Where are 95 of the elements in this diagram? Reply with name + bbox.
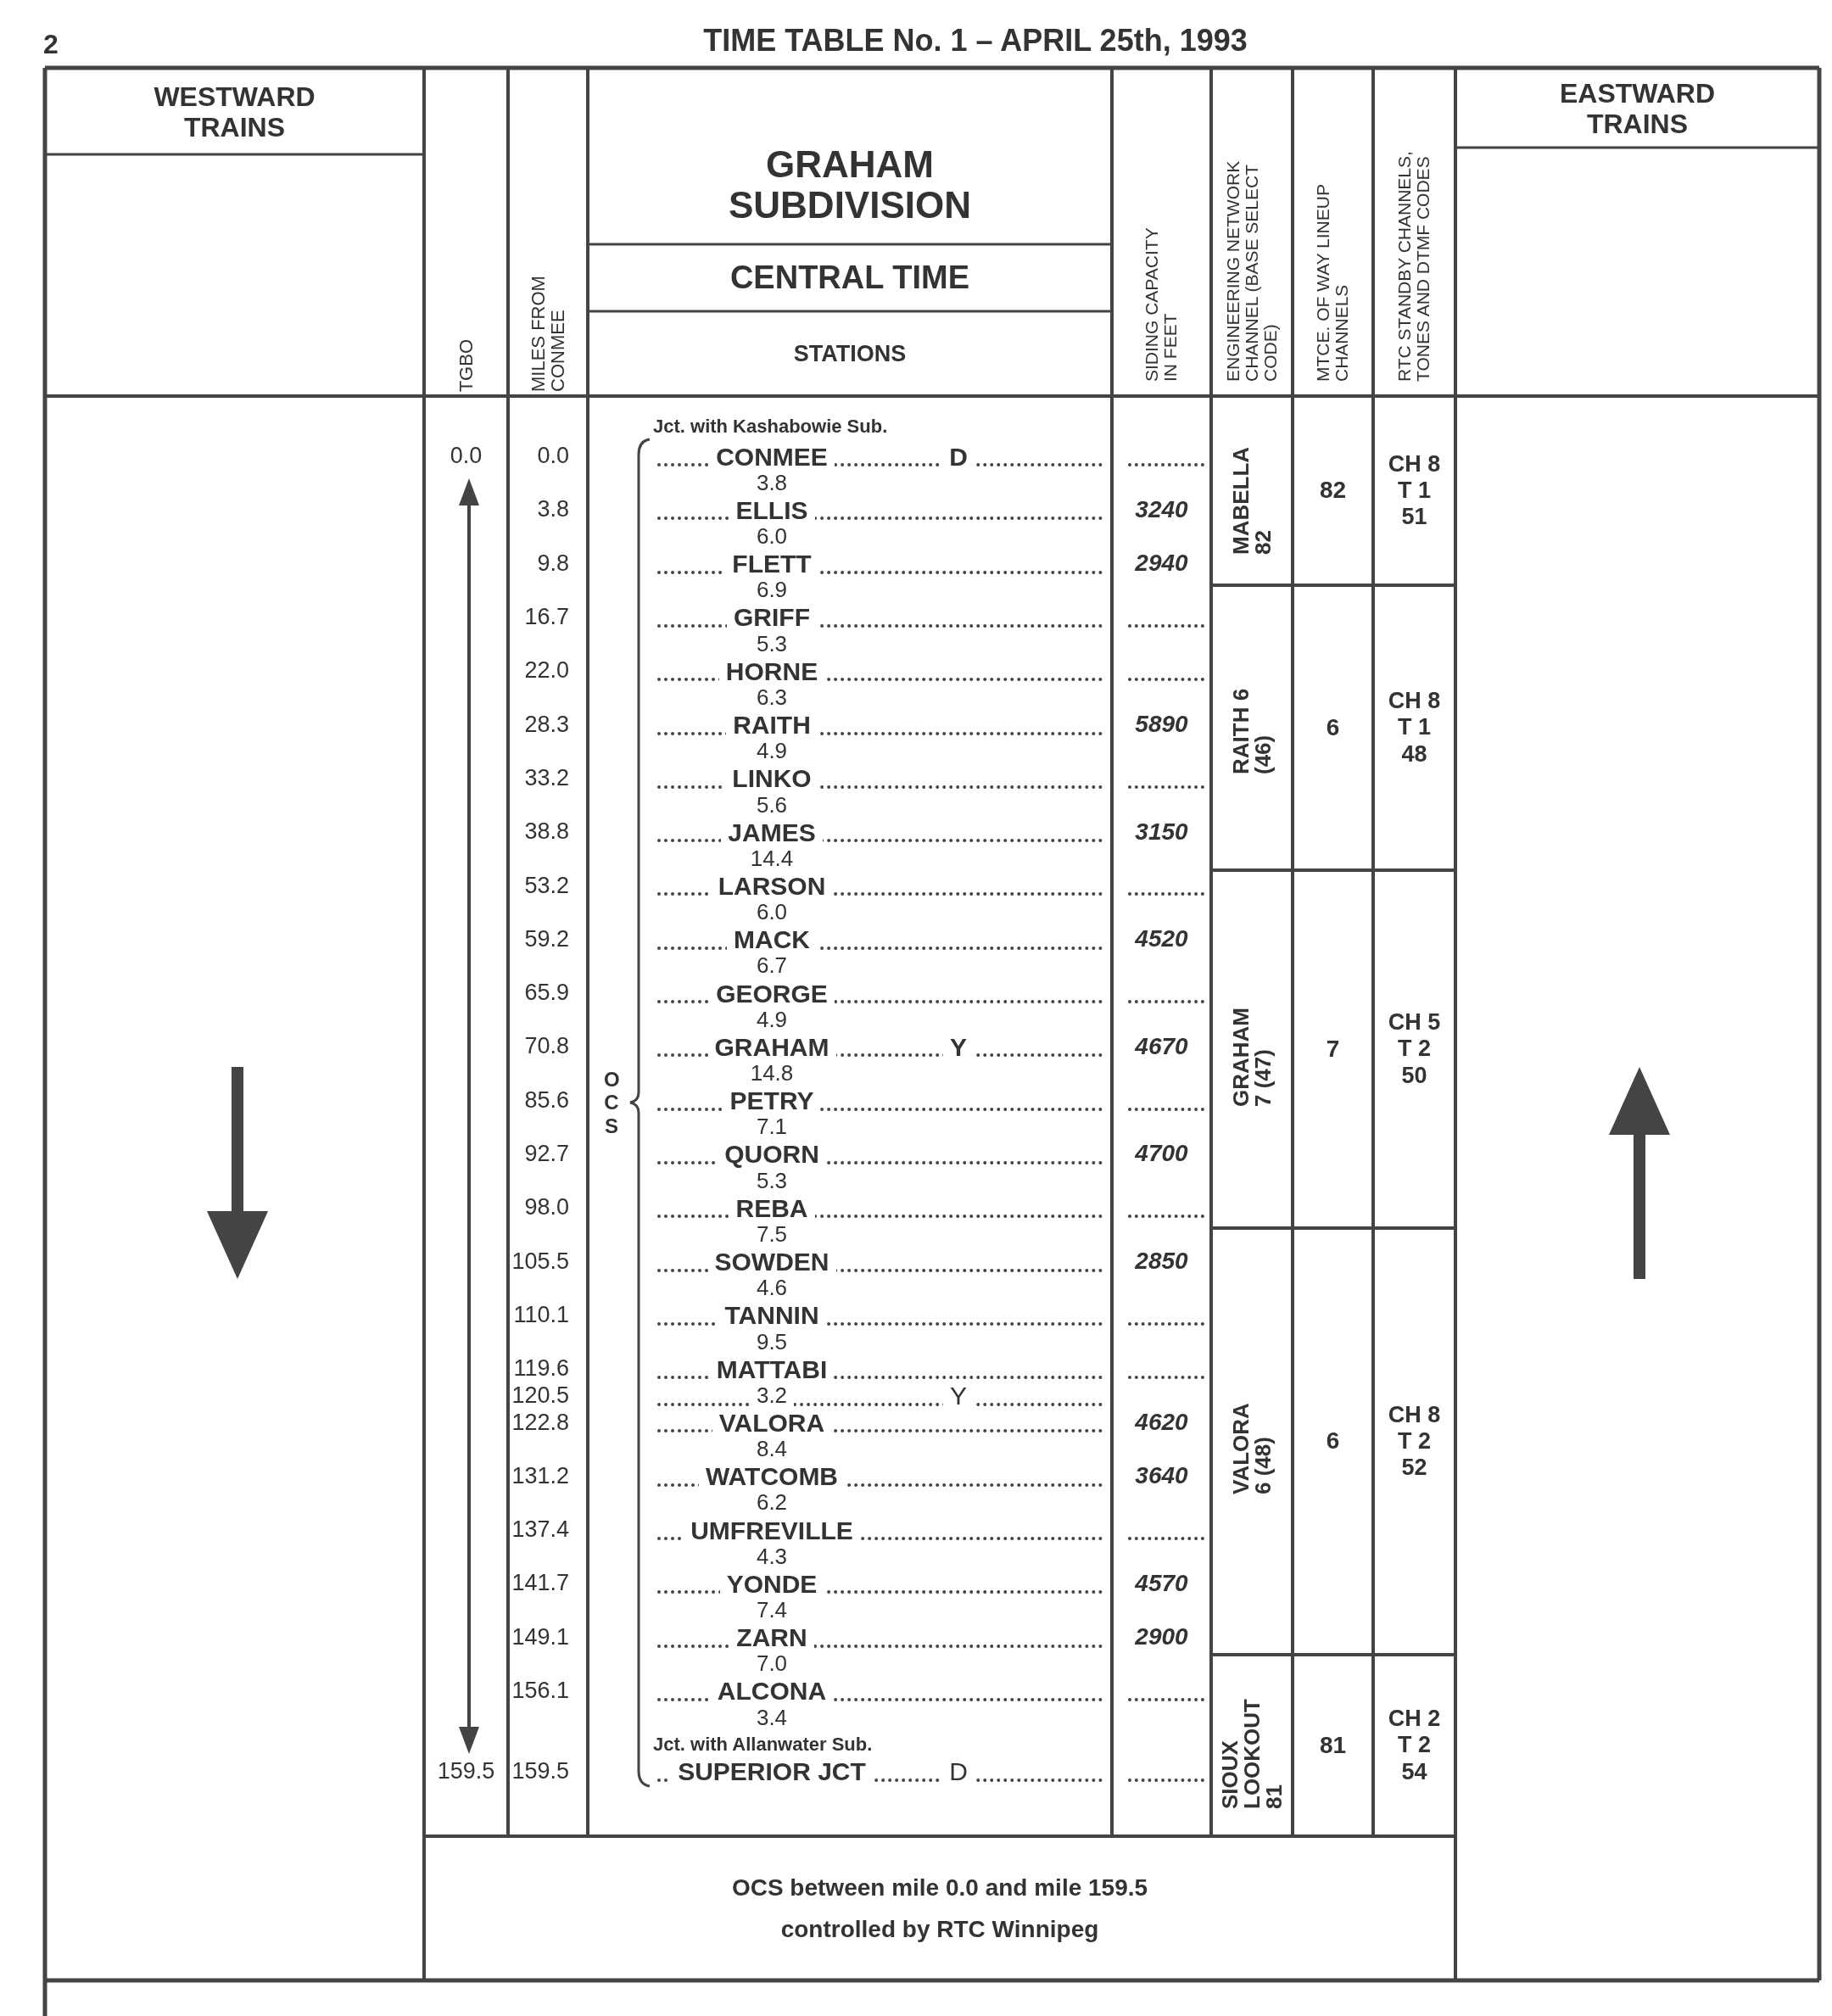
mileage: 120.5 [511, 1382, 569, 1409]
siding-capacity: 4570 [1135, 1570, 1188, 1597]
siding-capacity: 2900 [1135, 1624, 1188, 1650]
distance: 14.8 [750, 1061, 794, 1086]
column-header: RTC STANDBY CHANNELS, TONES AND DTMF CODES [1395, 150, 1433, 382]
column-header: ENGINEERING NETWORK CHANNEL (BASE SELECT CODE) [1223, 159, 1281, 382]
mileage: 98.0 [524, 1195, 569, 1221]
mileage: 110.1 [513, 1302, 569, 1328]
ocs-label: OCS [604, 1067, 619, 1138]
column-header: TGBO [455, 338, 477, 392]
distance: 7.0 [756, 1651, 788, 1676]
radio-zone-name: MABELLA 82 [1230, 446, 1274, 555]
column-header: MTCE. OF WAY LINEUP CHANNELS [1314, 183, 1352, 382]
mileage: 105.5 [511, 1248, 569, 1275]
siding-capacity: 5890 [1135, 712, 1188, 738]
channel-code: CH 5 T 2 50 [1387, 1009, 1442, 1089]
mileage: 28.3 [524, 712, 569, 738]
siding-capacity: 4700 [1135, 1141, 1188, 1168]
mileage: 59.2 [524, 926, 569, 952]
mileage: 131.2 [511, 1463, 569, 1489]
siding-capacity: 2940 [1135, 550, 1188, 577]
channel-number: 82 [1319, 477, 1347, 504]
mileage: 33.2 [524, 765, 569, 791]
column-header: MILES FROM CONMEE [528, 275, 568, 392]
subdivision-title: GRAHAM SUBDIVISION [727, 143, 972, 226]
siding-capacity: 3640 [1135, 1463, 1188, 1490]
channel-code: CH 8 T 2 52 [1387, 1401, 1442, 1482]
mileage: 22.0 [524, 658, 569, 684]
mileage: 65.9 [524, 980, 569, 1006]
radio-zone-name: VALORA 6 (48) [1230, 1403, 1274, 1494]
channel-number: 6 [1326, 1428, 1340, 1455]
distance: 7.1 [756, 1114, 788, 1139]
distance: 3.8 [756, 470, 788, 495]
siding-capacity: 4670 [1135, 1033, 1188, 1060]
distance: 4.6 [756, 1276, 788, 1300]
distance: 5.3 [756, 1168, 788, 1193]
footer-note: OCS between mile 0.0 and mile 159.5 controlled by RTC Winnipeg [730, 1874, 1149, 1944]
radio-zone-name: GRAHAM 7 (47) [1230, 1006, 1274, 1107]
time-zone-title: CENTRAL TIME [729, 260, 970, 296]
channel-code: CH 8 T 1 48 [1387, 688, 1442, 768]
mileage: 9.8 [537, 550, 569, 577]
siding-capacity: 3150 [1135, 818, 1188, 846]
distance: 7.5 [756, 1221, 788, 1247]
column-header: WESTWARD TRAINS [153, 82, 316, 142]
column-header: STATIONS [793, 341, 907, 367]
mileage: 70.8 [524, 1034, 569, 1060]
channel-code: CH 2 T 2 54 [1387, 1706, 1442, 1785]
mileage: 156.1 [511, 1678, 569, 1704]
siding-capacity: 4620 [1135, 1410, 1188, 1436]
channel-number: 7 [1326, 1036, 1340, 1063]
siding-capacity: 4520 [1135, 926, 1188, 953]
siding-capacity: 3240 [1135, 496, 1188, 523]
mileage: 159.5 [437, 1759, 495, 1784]
mileage: 38.8 [524, 819, 569, 845]
mileage: 149.1 [511, 1624, 569, 1650]
distance: 5.6 [756, 792, 788, 818]
junction-note: Jct. with Kashabowie Sub. [653, 416, 888, 438]
distance: 5.3 [756, 631, 788, 656]
column-header: EASTWARD TRAINS [1558, 79, 1717, 139]
distance: 6.3 [756, 684, 788, 710]
mileage: 119.6 [513, 1356, 569, 1382]
radio-zone-name: SIOUX LOOKOUT 81 [1219, 1698, 1285, 1809]
distance: 4.9 [756, 1007, 788, 1032]
distance: 6.9 [756, 578, 788, 602]
mileage: 16.7 [524, 605, 569, 630]
distance: 14.4 [750, 846, 794, 871]
page-title: TIME TABLE No. 1 – APRIL 25th, 1993 [703, 24, 1248, 58]
mileage: 92.7 [524, 1142, 569, 1167]
distance: 6.7 [756, 953, 788, 978]
mileage: 3.8 [537, 497, 569, 523]
distance: 6.0 [756, 900, 788, 924]
mileage: 137.4 [511, 1517, 569, 1543]
distance: 7.4 [756, 1598, 788, 1622]
mileage: 85.6 [524, 1087, 569, 1114]
mileage: 53.2 [524, 873, 569, 899]
mileage: 141.7 [511, 1571, 569, 1597]
channel-number: 6 [1326, 714, 1340, 741]
distance: 6.0 [756, 524, 788, 549]
junction-note: Jct. with Allanwater Sub. [653, 1734, 873, 1756]
distance: 6.2 [756, 1490, 788, 1515]
channel-code: CH 8 T 1 51 [1387, 450, 1442, 531]
mileage: 0.0 [537, 444, 569, 469]
radio-zone-name: RAITH 6 (46) [1230, 687, 1274, 774]
column-header: SIDING CAPACITY IN FEET [1142, 226, 1181, 382]
distance: 8.4 [756, 1437, 788, 1461]
siding-capacity: 2850 [1135, 1248, 1188, 1275]
mileage: 0.0 [450, 444, 483, 469]
distance: 4.3 [756, 1544, 788, 1569]
mileage: 122.8 [511, 1410, 569, 1436]
page-number: 2 [43, 29, 59, 60]
distance: 4.9 [756, 739, 788, 763]
channel-number: 81 [1319, 1732, 1347, 1759]
mileage: 159.5 [511, 1759, 569, 1784]
distance: 3.4 [756, 1705, 788, 1730]
distance: 9.5 [756, 1329, 788, 1354]
